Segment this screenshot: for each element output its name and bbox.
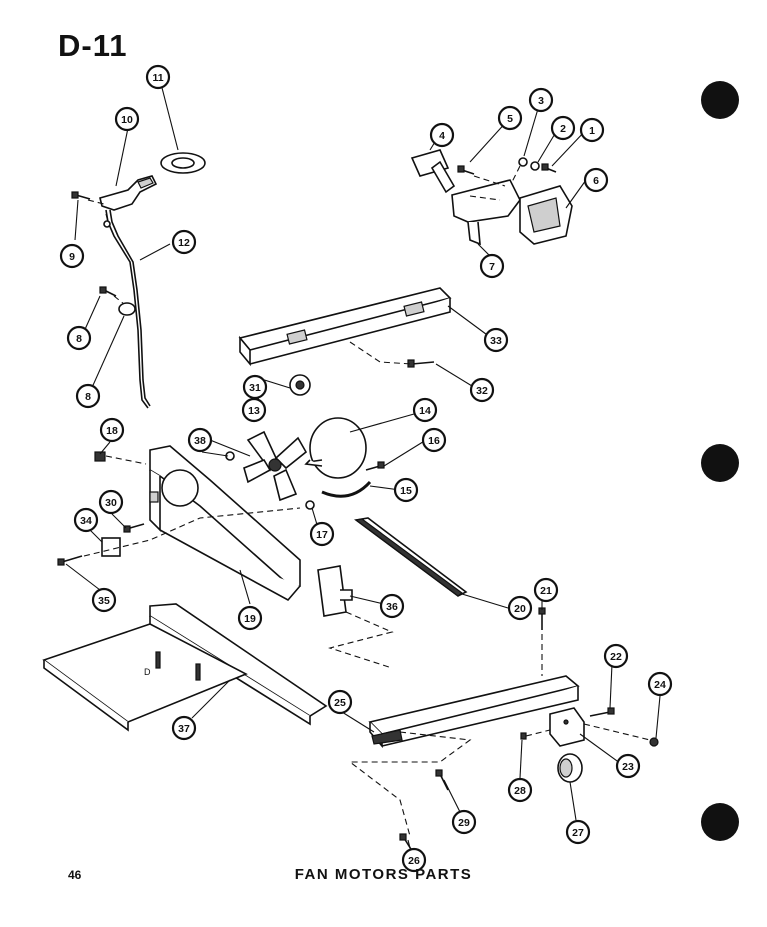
callout-21: 21: [533, 577, 559, 603]
callout-19: 19: [237, 605, 263, 631]
svg-text:D: D: [144, 667, 151, 677]
svg-text:17: 17: [316, 529, 328, 541]
callout-25: 25: [327, 689, 353, 715]
callout-15: 15: [393, 477, 419, 503]
callout-27: 27: [565, 819, 591, 845]
svg-text:7: 7: [489, 261, 495, 273]
svg-text:36: 36: [386, 601, 398, 613]
center-bracket-assembly: [317, 517, 468, 669]
callout-33: 33: [483, 327, 509, 353]
callout-31: 31: [242, 374, 268, 400]
svg-text:5: 5: [507, 113, 513, 125]
side-bracket-assembly: [57, 445, 301, 602]
svg-text:22: 22: [610, 651, 622, 663]
svg-text:23: 23: [622, 761, 634, 773]
svg-text:21: 21: [540, 585, 552, 597]
callout-34: 34: [73, 507, 99, 533]
callout-12: 12: [171, 229, 197, 255]
svg-text:16: 16: [428, 435, 440, 447]
svg-text:10: 10: [121, 114, 133, 126]
callout-22: 22: [603, 643, 629, 669]
callout-26: 26: [401, 847, 427, 873]
callout-28: 28: [507, 777, 533, 803]
svg-text:19: 19: [244, 613, 256, 625]
callout-32: 32: [469, 377, 495, 403]
callout-6: 6: [583, 167, 609, 193]
callout-36: 36: [379, 593, 405, 619]
svg-text:12: 12: [178, 237, 190, 249]
arm-assembly: [71, 152, 206, 409]
binder-hole-bottom: [701, 803, 739, 841]
svg-text:33: 33: [490, 335, 502, 347]
svg-text:25: 25: [334, 697, 346, 709]
binder-hole-top: [701, 81, 739, 119]
svg-text:31: 31: [249, 382, 261, 394]
svg-text:9: 9: [69, 251, 75, 263]
svg-text:35: 35: [98, 595, 110, 607]
callout-10: 10: [114, 106, 140, 132]
svg-text:8: 8: [76, 333, 82, 345]
svg-text:2: 2: [560, 123, 566, 135]
svg-text:1: 1: [589, 125, 595, 137]
svg-text:26: 26: [408, 855, 420, 867]
svg-text:38: 38: [194, 435, 206, 447]
svg-text:24: 24: [654, 679, 666, 691]
callout-3: 3: [528, 87, 554, 113]
svg-text:13: 13: [248, 405, 260, 417]
callout-8-lower: 8: [75, 383, 101, 409]
callout-23: 23: [615, 753, 641, 779]
callout-1: 1: [579, 117, 605, 143]
callout-18: 18: [99, 417, 125, 443]
svg-text:8: 8: [85, 391, 91, 403]
callout-13: 13: [241, 397, 267, 423]
callout-11: 11: [145, 64, 171, 90]
svg-text:30: 30: [105, 497, 117, 509]
svg-text:3: 3: [538, 95, 544, 107]
diagram-caption: FAN MOTORS PARTS: [294, 866, 473, 883]
binder-hole-middle: [701, 444, 739, 482]
callout-24: 24: [647, 671, 673, 697]
callout-4: 4: [429, 122, 455, 148]
svg-text:29: 29: [458, 817, 470, 829]
svg-text:14: 14: [419, 405, 431, 417]
leader-lines: [65, 79, 661, 849]
svg-text:32: 32: [476, 385, 488, 397]
base-assembly: D: [42, 603, 328, 732]
callout-9: 9: [59, 243, 85, 269]
callout-38: 38: [187, 427, 213, 453]
callout-20: 20: [507, 595, 533, 621]
svg-text:34: 34: [80, 515, 92, 527]
svg-text:18: 18: [106, 425, 118, 437]
svg-text:11: 11: [152, 72, 163, 84]
callout-8-upper: 8: [66, 325, 92, 351]
damper-motor-assembly: [410, 149, 573, 246]
callout-29: 29: [451, 809, 477, 835]
callout-14: 14: [412, 397, 438, 423]
svg-text:15: 15: [400, 485, 412, 497]
callout-30: 30: [98, 489, 124, 515]
callout-5: 5: [497, 105, 523, 131]
callout-2: 2: [550, 115, 576, 141]
svg-text:6: 6: [593, 175, 599, 187]
svg-text:4: 4: [439, 130, 445, 142]
callout-7: 7: [479, 253, 505, 279]
callout-16: 16: [421, 427, 447, 453]
page-number: 46: [68, 868, 82, 882]
svg-text:28: 28: [514, 785, 526, 797]
svg-text:37: 37: [178, 723, 190, 735]
callout-37: 37: [171, 715, 197, 741]
page-code: D-11: [58, 28, 128, 63]
svg-text:20: 20: [514, 603, 526, 615]
callout-17: 17: [309, 521, 335, 547]
fan-motor-assembly: [225, 417, 385, 510]
callout-35: 35: [91, 587, 117, 613]
svg-text:27: 27: [572, 827, 584, 839]
lower-rail-assembly: [348, 607, 659, 855]
channel-assembly: [238, 287, 452, 396]
